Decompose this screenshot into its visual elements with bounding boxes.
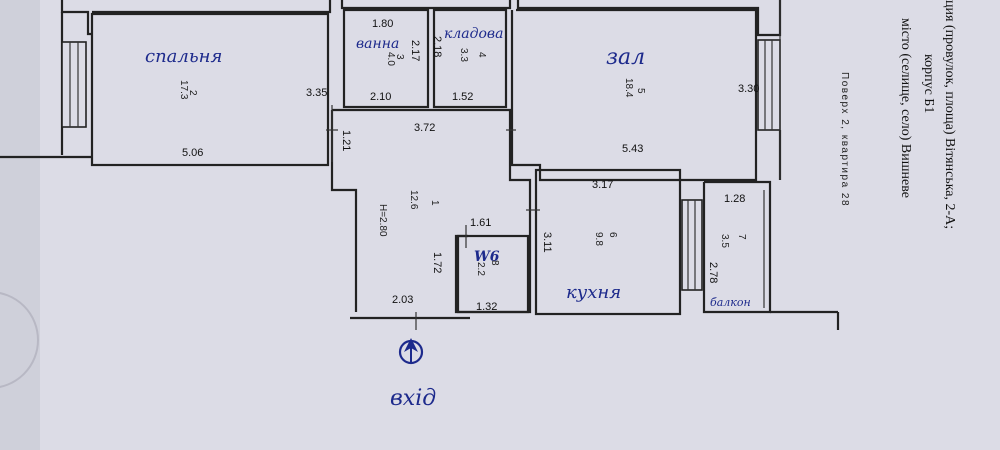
hall-width: 5.43 [622, 143, 643, 155]
bathroom-width-top: 1.80 [372, 18, 393, 30]
bedroom-width: 5.06 [182, 147, 203, 159]
hall-handwritten-label: зал [606, 45, 645, 70]
bathroom-height: 2.17 [409, 40, 421, 61]
kitchen-window [681, 199, 703, 291]
corridor-area: 12.6 [408, 190, 419, 210]
wc-area: 2.2 [475, 262, 486, 276]
paper-shadow [0, 0, 40, 450]
hall-window [757, 39, 781, 131]
bedroom-number: 2 [187, 90, 198, 96]
stamp-mark [0, 292, 39, 388]
bedroom-handwritten-label: спальня [145, 46, 222, 67]
pantry-area: 3.3 [458, 48, 469, 62]
kitchen-height: 3.11 [541, 232, 553, 253]
corridor-bottom-width: 2.03 [392, 294, 413, 306]
corridor-number: 1 [429, 200, 440, 206]
corridor-ceiling: H=2.80 [377, 204, 388, 237]
corridor-door-width: 1.21 [340, 130, 352, 151]
wc-handwritten-label: W6 [474, 249, 500, 265]
corridor-width: 3.72 [414, 122, 435, 134]
entrance-marker [398, 338, 424, 365]
wc-outline [456, 234, 530, 314]
wc-width: 1.61 [470, 217, 491, 229]
kitchen-number: 6 [607, 232, 618, 238]
bathroom-handwritten-label: ванна [356, 36, 399, 52]
pantry-number: 4 [476, 52, 487, 58]
entrance-arrow-icon [404, 338, 418, 352]
address-line-1: ция (провулок, площа) Вітянська, 2-А; [942, 0, 957, 229]
bedroom-area: 17.3 [178, 80, 189, 100]
kitchen-handwritten-label: кухня [566, 282, 621, 303]
kitchen-area: 9.8 [593, 232, 604, 246]
hall-area: 18.4 [623, 78, 634, 98]
bathroom-outline [342, 8, 430, 109]
bathroom-area: 4.0 [385, 52, 396, 66]
pantry-handwritten-label: кладова [444, 26, 503, 42]
corridor-height: 1.72 [431, 252, 443, 273]
balcony-width: 1.28 [724, 193, 745, 205]
balcony-area: 3.5 [719, 234, 730, 248]
hall-number: 5 [635, 88, 646, 94]
balcony-height: 2.78 [707, 262, 719, 283]
bathroom-number: 3 [394, 54, 405, 60]
hall-height: 3.30 [738, 83, 759, 95]
bathroom-width-bottom: 2.10 [370, 91, 391, 103]
kitchen-width: 3.17 [592, 179, 613, 191]
balcony-handwritten-label: балкон [710, 296, 751, 309]
bedroom-height: 3.35 [306, 87, 327, 99]
balcony-number: 7 [736, 234, 747, 240]
kitchen-outline [534, 168, 682, 316]
bedroom-window [61, 41, 87, 128]
bedroom-outline [90, 12, 330, 167]
pantry-width: 1.52 [452, 91, 473, 103]
wc-bottom-width: 1.32 [476, 301, 497, 313]
address-line-2: корпус Б1 [921, 54, 936, 113]
address-line-3: місто (селище, село) Вишневе [898, 18, 913, 198]
pantry-height: 2.18 [431, 36, 443, 57]
wc-number: 8 [489, 260, 500, 266]
entrance-handwritten-label: вхід [390, 386, 436, 411]
pantry-outline [432, 8, 508, 109]
floor-note: Поверх 2, квартира 28 [839, 72, 850, 207]
walls [0, 0, 840, 330]
